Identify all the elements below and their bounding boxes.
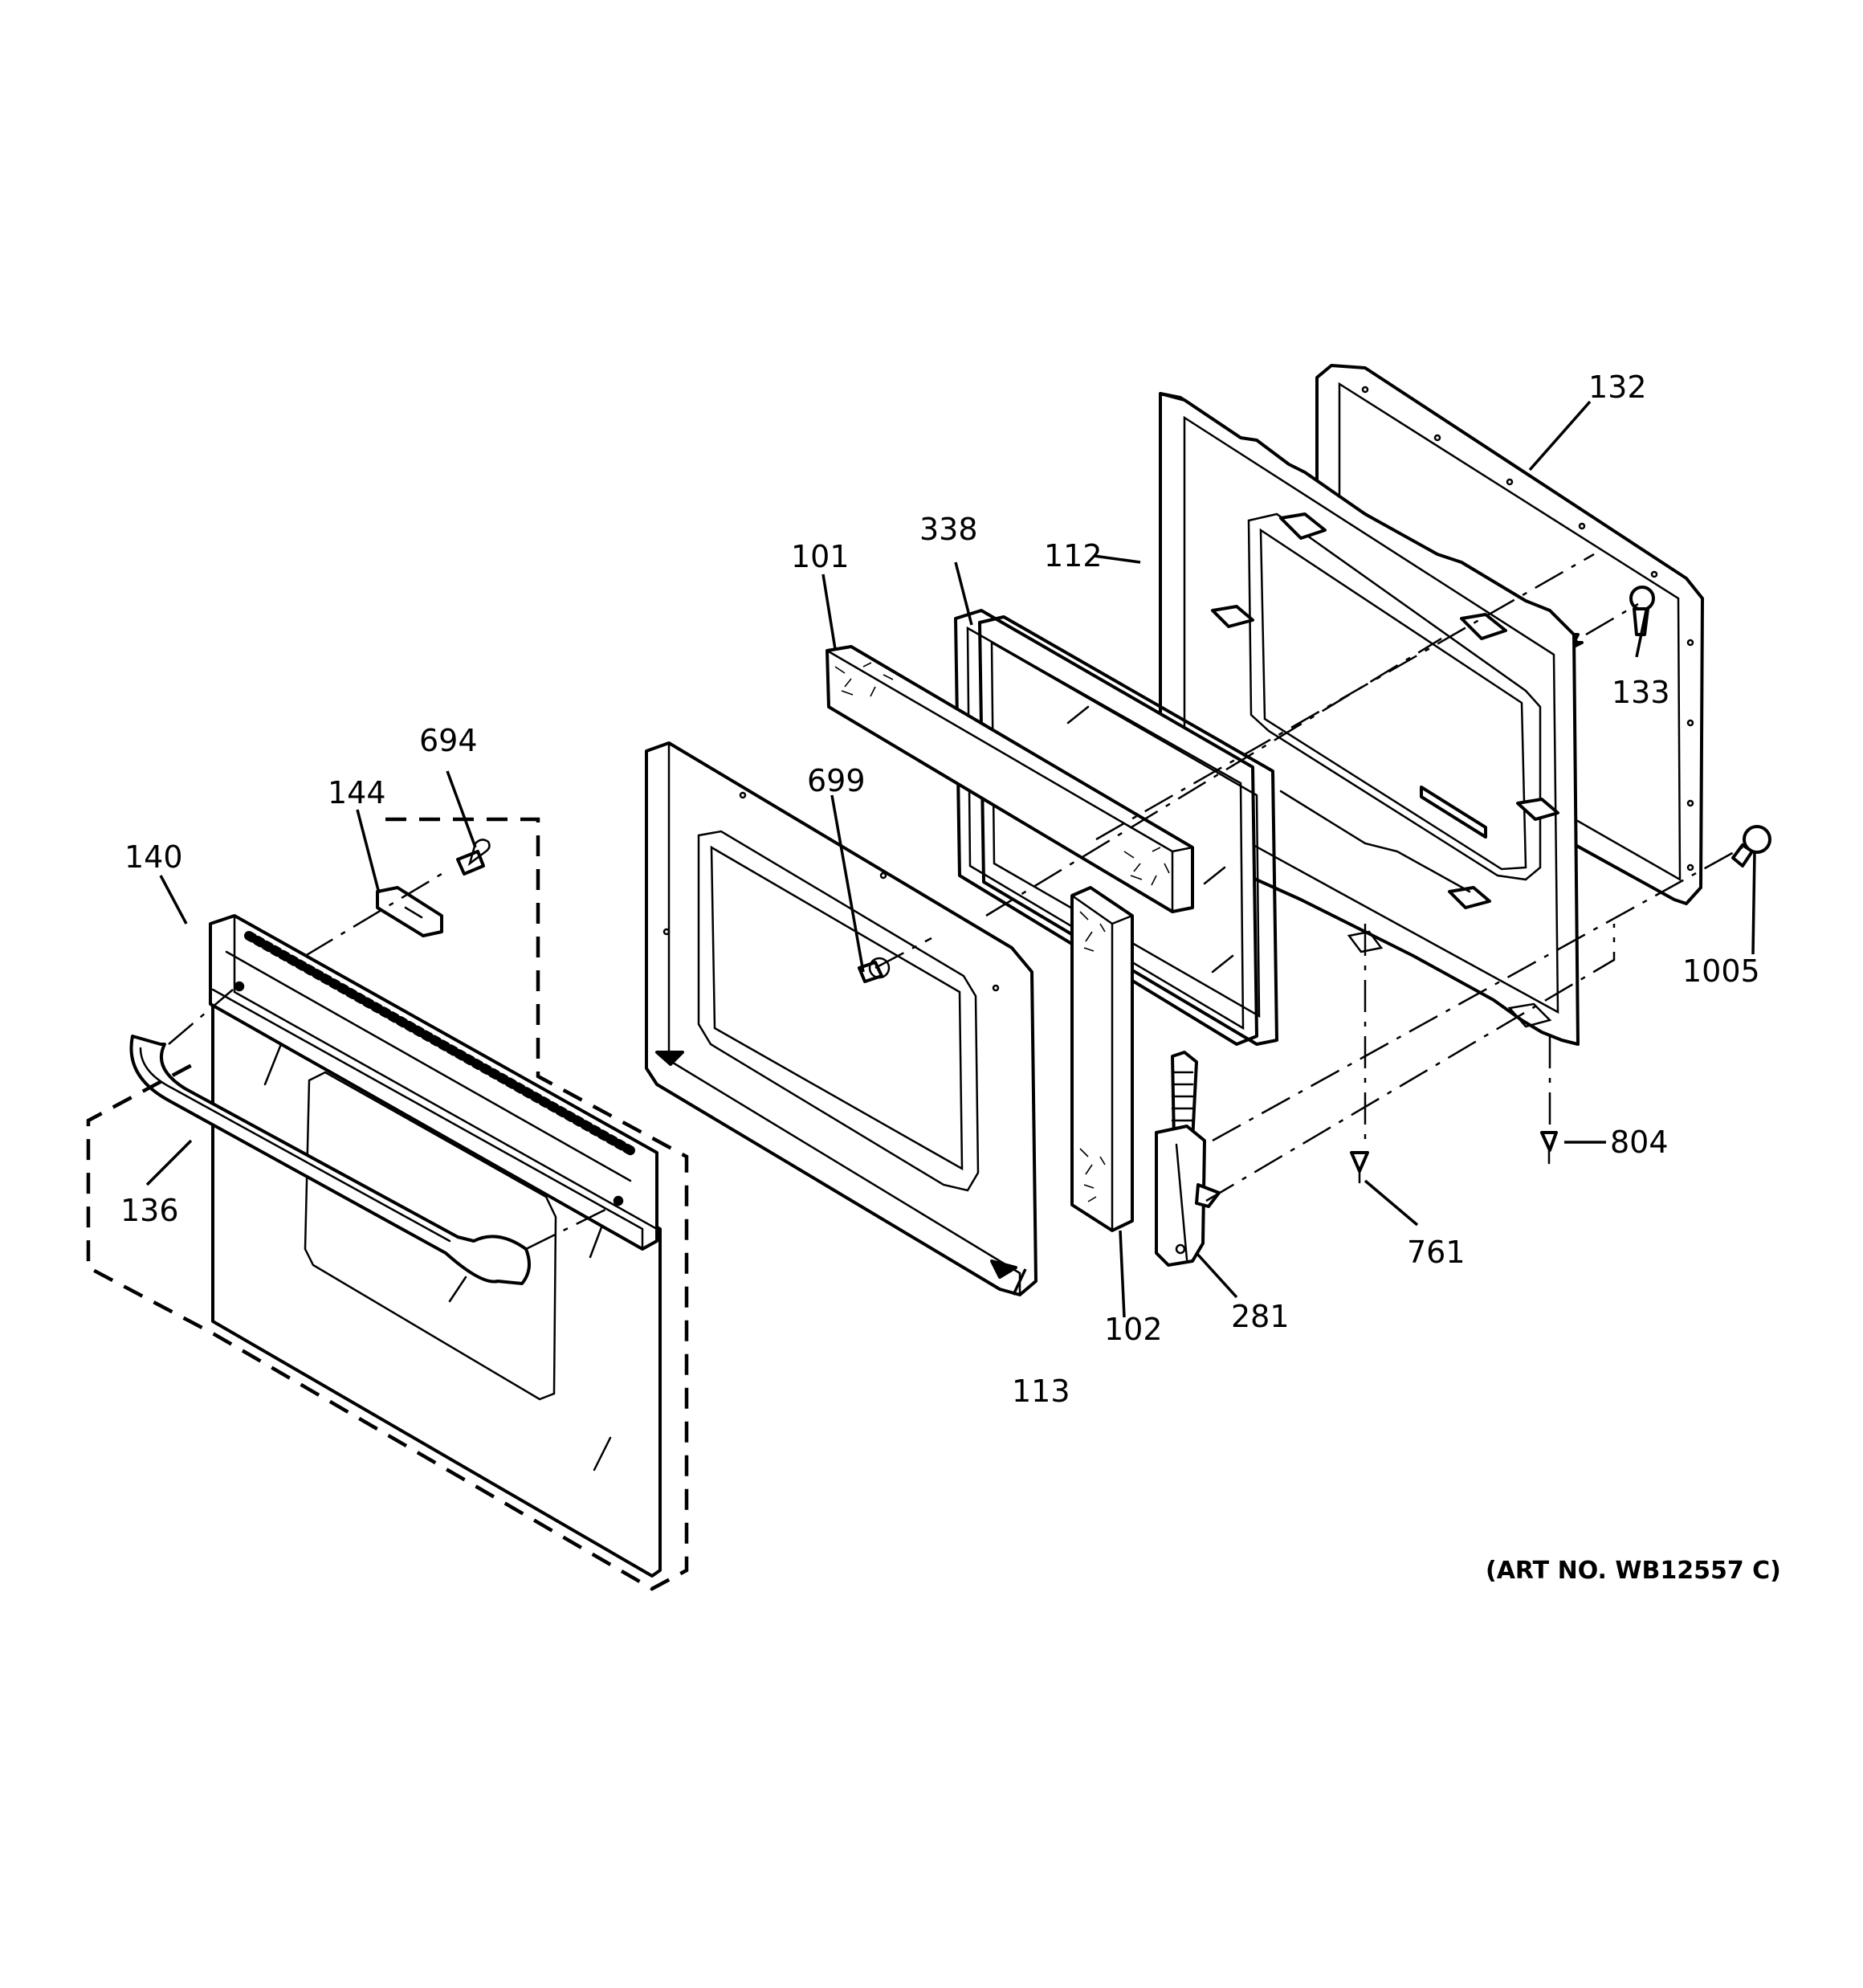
part-694-screw bbox=[456, 839, 491, 876]
leader-lines bbox=[145, 400, 1756, 1318]
part-102-insulation-side bbox=[1070, 886, 1134, 1232]
part-804-screw bbox=[1540, 1131, 1558, 1165]
callout-136: 136 bbox=[120, 1193, 179, 1228]
callout-699: 699 bbox=[807, 763, 866, 798]
callout-101: 101 bbox=[791, 539, 850, 574]
callout-140: 140 bbox=[124, 839, 183, 875]
part-761-screw bbox=[1350, 1151, 1369, 1184]
part-140-outer-door bbox=[86, 817, 689, 1591]
part-144-bracket bbox=[376, 886, 443, 937]
callout-338: 338 bbox=[919, 512, 978, 547]
callout-labels: 132 338 112 101 133 694 699 144 140 1005… bbox=[120, 369, 1781, 1585]
callout-113: 113 bbox=[1012, 1374, 1070, 1409]
callout-694: 694 bbox=[419, 723, 478, 758]
callout-144: 144 bbox=[328, 775, 386, 810]
part-1005-screw bbox=[1731, 825, 1771, 867]
callout-102: 102 bbox=[1104, 1312, 1163, 1347]
art-number: (ART NO. WB12557 C) bbox=[1486, 1557, 1781, 1585]
callout-281: 281 bbox=[1231, 1299, 1290, 1334]
part-112-inner-liner bbox=[1159, 392, 1584, 1046]
callout-112: 112 bbox=[1044, 538, 1103, 574]
callout-132: 132 bbox=[1588, 369, 1647, 405]
callout-133: 133 bbox=[1612, 675, 1670, 710]
callout-804: 804 bbox=[1610, 1125, 1669, 1160]
alignment-lines bbox=[168, 553, 1743, 1251]
part-281-hinge bbox=[1155, 1051, 1221, 1267]
callout-761: 761 bbox=[1407, 1235, 1466, 1270]
callout-1005: 1005 bbox=[1682, 953, 1760, 989]
